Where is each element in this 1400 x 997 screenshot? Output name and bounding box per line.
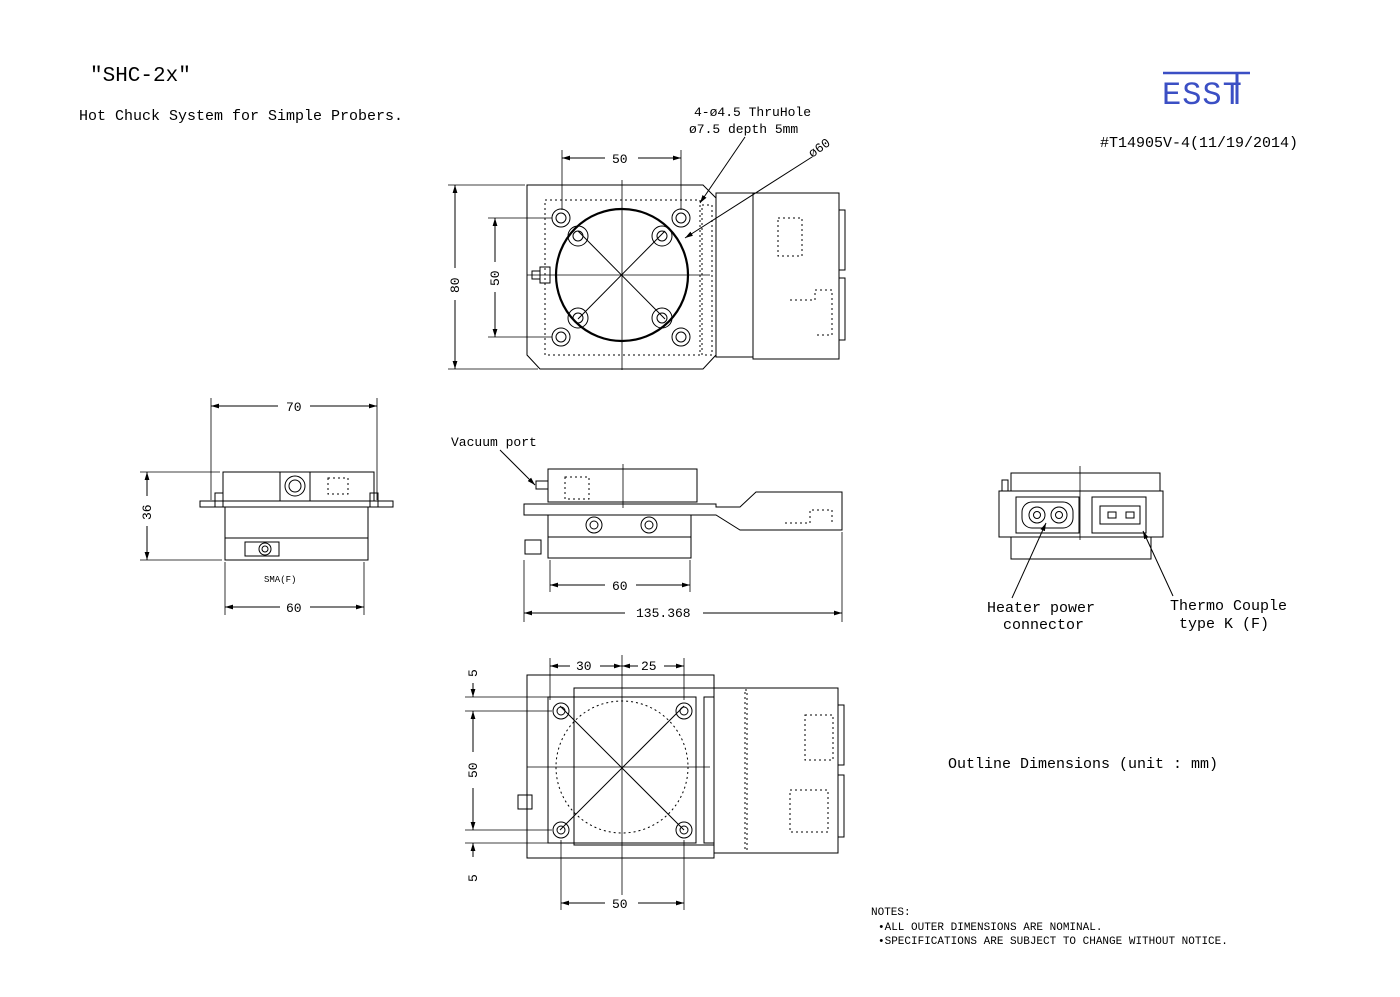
notes-title: NOTES: xyxy=(871,907,911,919)
left-dim-width: 70 xyxy=(286,400,302,415)
bottom-view: 30 25 5 50 5 50 xyxy=(465,655,845,912)
left-view: 70 36 SMA(F) 60 xyxy=(140,398,394,616)
drawing-subtitle: Hot Chuck System for Simple Probers. xyxy=(79,108,403,125)
front-view: Vacuum port 60 135.368 xyxy=(451,435,843,622)
model-title: "SHC-2x" xyxy=(90,65,191,88)
top-diameter-label: ø60 xyxy=(806,136,834,162)
bottom-dim-top: 5 xyxy=(466,669,481,677)
bottom-dim-mid: 50 xyxy=(466,762,481,778)
vacuum-port-label: Vacuum port xyxy=(451,435,537,450)
svg-text:ESST: ESST xyxy=(1162,77,1243,114)
bottom-dim-b: 25 xyxy=(641,659,657,674)
outline-dimensions-note: Outline Dimensions (unit : mm) xyxy=(948,756,1218,773)
front-dim-base: 60 xyxy=(612,579,628,594)
top-dim-width: 50 xyxy=(612,152,628,167)
notes-item: •ALL OUTER DIMENSIONS ARE NOMINAL. xyxy=(878,922,1102,934)
heater-label-line1: Heater power xyxy=(987,600,1095,617)
front-dim-total: 135.368 xyxy=(636,606,691,621)
left-dim-base: 60 xyxy=(286,601,302,616)
left-connector-label: SMA(F) xyxy=(264,575,296,585)
thermo-label-line2: type K (F) xyxy=(1179,616,1269,633)
top-hole-note-2: ø7.5 depth 5mm xyxy=(689,122,798,137)
top-view: 4-ø4.5 ThruHole ø7.5 depth 5mm ø60 50 80… xyxy=(448,105,846,370)
heater-label-line2: connector xyxy=(1003,617,1084,634)
bottom-dim-bot: 5 xyxy=(466,874,481,882)
left-dim-height: 36 xyxy=(140,504,155,520)
document-number: #T14905V-4(11/19/2014) xyxy=(1100,135,1298,152)
top-dim-height-inner: 50 xyxy=(488,270,503,286)
top-hole-note-1: 4-ø4.5 ThruHole xyxy=(694,105,811,120)
right-view: Heater power connector Thermo Couple typ… xyxy=(987,466,1287,634)
thermo-label-line1: Thermo Couple xyxy=(1170,598,1287,615)
bottom-dim-width: 50 xyxy=(612,897,628,912)
notes-item: •SPECIFICATIONS ARE SUBJECT TO CHANGE WI… xyxy=(878,936,1228,948)
esst-logo: ESST xyxy=(1162,71,1250,114)
top-dim-height-outer: 80 xyxy=(448,277,463,293)
bottom-dim-a: 30 xyxy=(576,659,592,674)
